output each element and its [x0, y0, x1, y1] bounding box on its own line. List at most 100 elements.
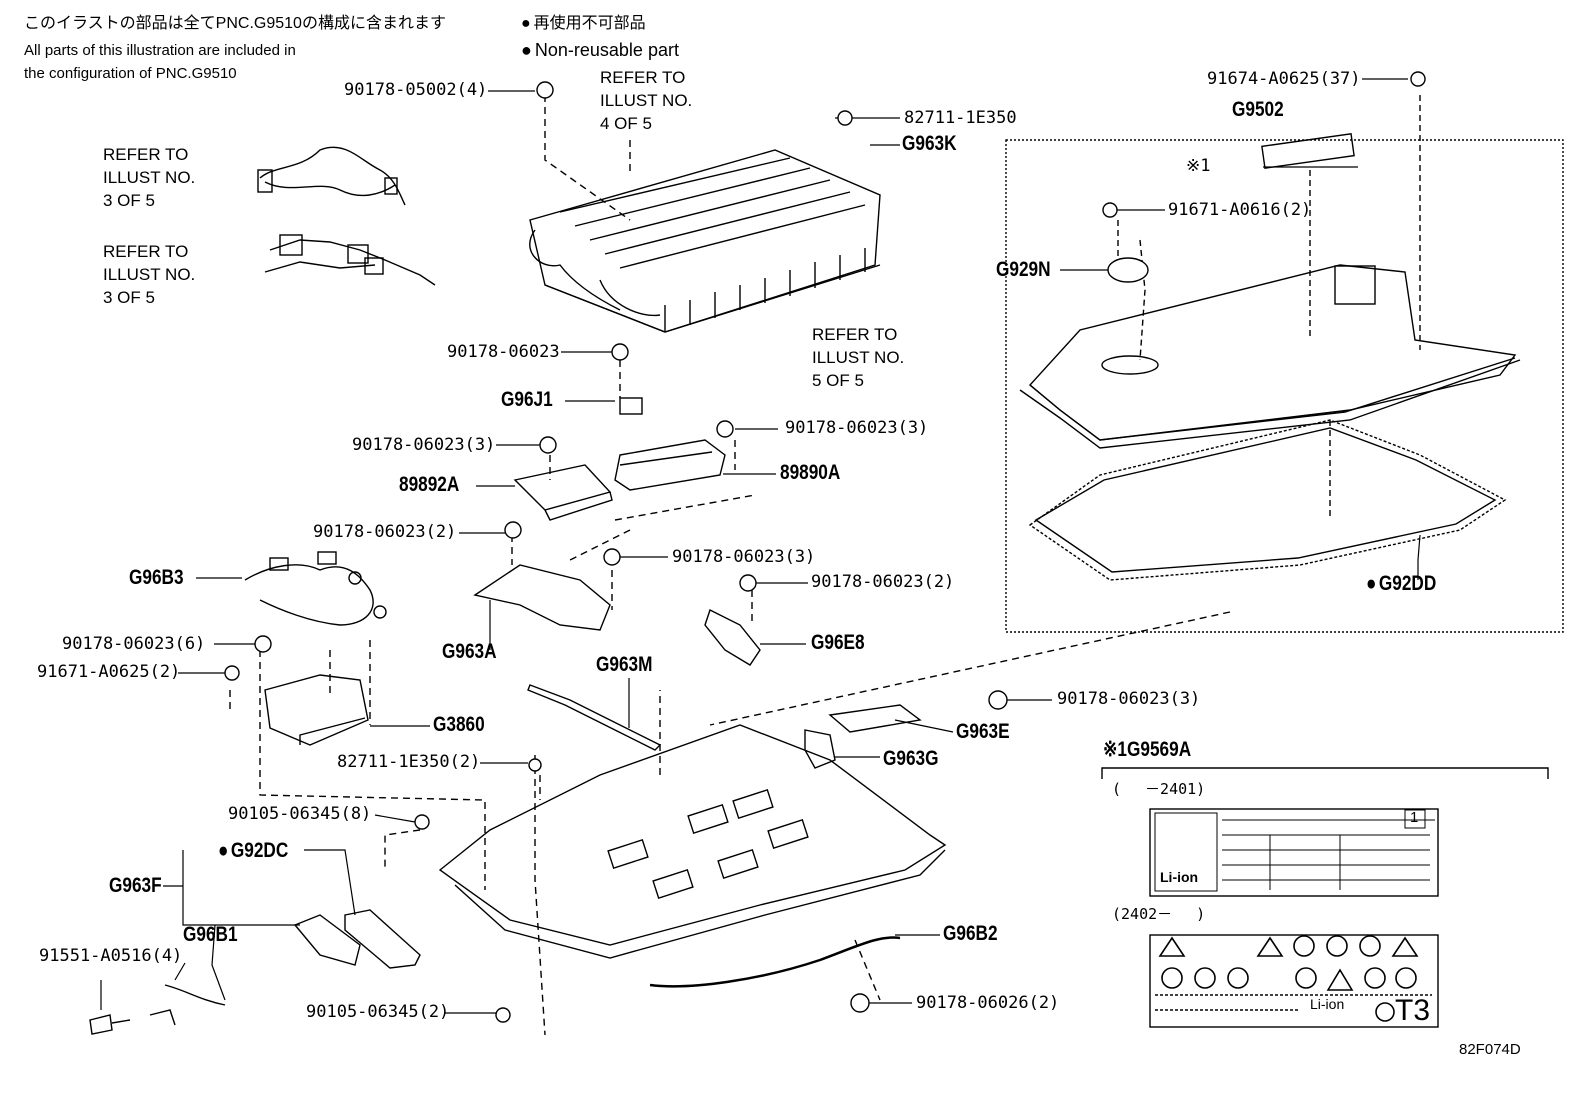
- legend-jp: 再使用不可部品: [521, 16, 646, 32]
- leader-dashes: [229, 95, 1231, 1036]
- g96j1-drawing: [619, 397, 643, 415]
- part-90105-06345-a[interactable]: 90105-06345(8): [228, 804, 372, 824]
- label-card-1: [1149, 808, 1439, 897]
- part-g963m[interactable]: G963M: [596, 653, 653, 676]
- part-91551-a0516[interactable]: 91551-A0516(4): [39, 946, 183, 966]
- label-card-1-detail: [1154, 809, 1435, 892]
- bracket-g963a-drawing: [473, 564, 611, 631]
- bolt-icon-5: [495, 1007, 511, 1023]
- note-jp: このイラストの部品は全てPNC.G9510の構成に含まれます: [24, 15, 446, 32]
- part-g963g[interactable]: G963G: [883, 747, 939, 770]
- part-90105-06345-b[interactable]: 90105-06345(2): [306, 1002, 450, 1022]
- part-g9502[interactable]: G9502: [1232, 98, 1284, 121]
- refer-illust-4[interactable]: REFER TO ILLUST NO. 4 OF 5: [600, 68, 693, 133]
- part-90178-06023-b[interactable]: 90178-06023(3): [352, 435, 496, 455]
- part-90178-06023-c[interactable]: 90178-06023(3): [785, 418, 929, 438]
- part-90178-06023-f[interactable]: 90178-06023(2): [811, 572, 955, 592]
- part-90178-05002[interactable]: 90178-05002(4): [344, 80, 488, 100]
- part-90178-06023-h[interactable]: 90178-06023(3): [1057, 689, 1201, 709]
- bolt-icon-2: [1102, 202, 1118, 218]
- nut-icon-5: [504, 521, 522, 539]
- harness-lower-drawing: [264, 234, 436, 286]
- nut-icon-7: [739, 574, 757, 592]
- date-range-2: (2402－ ): [1112, 905, 1206, 923]
- g9569a-bracket-line: [1101, 767, 1549, 779]
- part-91671-a0616[interactable]: 91671-A0616(2): [1168, 200, 1312, 220]
- note-en-line2: the configuration of PNC.G9510: [24, 65, 237, 82]
- part-89892a[interactable]: 89892A: [399, 473, 460, 496]
- gasket-drawing: [1028, 419, 1507, 581]
- part-g96j1[interactable]: G96J1: [501, 388, 553, 411]
- part-g96b3[interactable]: G96B3: [129, 566, 184, 589]
- part-82711-1e350-2[interactable]: 82711-1E350(2): [337, 752, 481, 772]
- bracket-g96b1-drawing: [293, 914, 361, 966]
- bracket-g963e-drawing: [828, 704, 922, 733]
- li-ion-label-1: Li-ion: [1160, 869, 1199, 885]
- part-g9569a[interactable]: ※1G9569A: [1103, 738, 1192, 761]
- rail-g963m-drawing: [527, 684, 662, 751]
- date-range-1: ( －2401): [1112, 780, 1206, 798]
- clip-icon: [528, 758, 542, 772]
- nut-icon-6: [603, 548, 621, 566]
- part-91671-a0625[interactable]: 91671-A0625(2): [37, 662, 181, 682]
- bolt-icon-3: [224, 665, 240, 681]
- note-marker-x1: ※1: [1186, 156, 1211, 176]
- harness-g96b3-drawing: [244, 551, 387, 626]
- part-90178-06026[interactable]: 90178-06026(2): [916, 993, 1060, 1013]
- cover-group-box: [1005, 139, 1564, 633]
- part-90178-06023-e[interactable]: 90178-06023(3): [672, 547, 816, 567]
- legend-en: Non-reusable part: [521, 41, 679, 59]
- nut-icon-3: [539, 436, 557, 454]
- bracket-g963g-drawing: [804, 729, 836, 769]
- part-g96b1[interactable]: G96B1: [183, 923, 238, 946]
- battery-stack-drawing: [529, 149, 881, 333]
- cover-leader-dashes: [1117, 95, 1421, 520]
- bracket-g96e8-drawing: [704, 609, 761, 666]
- bolt-drawing: [89, 1014, 131, 1035]
- bolt-icon: [1410, 71, 1426, 87]
- nut-icon-10: [850, 993, 870, 1013]
- clip-icon-2: [837, 110, 853, 126]
- part-g96b2[interactable]: G96B2: [943, 922, 998, 945]
- li-ion-label-2: Li-ion: [1310, 996, 1345, 1012]
- part-g963a[interactable]: G963A: [442, 640, 497, 663]
- part-g963e[interactable]: G963E: [956, 720, 1010, 743]
- nut-icon-2: [611, 343, 629, 361]
- label-card-2-icons: [1155, 935, 1432, 1022]
- part-g92dd[interactable]: G92DD: [1366, 573, 1436, 594]
- part-82711-1e350[interactable]: 82711-1E350: [904, 108, 1017, 128]
- nut-icon-8: [254, 635, 272, 653]
- seal-g92dc-drawing: [344, 909, 421, 969]
- label-number-1: 1: [1410, 809, 1419, 826]
- note-en-line1: All parts of this illustration are inclu…: [24, 42, 296, 59]
- battery-cover-drawing: [1019, 133, 1521, 449]
- ecu-89890a-drawing: [614, 439, 726, 491]
- figure-id: 82F074D: [1459, 1041, 1521, 1058]
- bolt-icon-4: [414, 814, 430, 830]
- part-g963f[interactable]: G963F: [109, 874, 162, 897]
- leaders: [100, 78, 1421, 1014]
- part-g3860[interactable]: G3860: [433, 713, 485, 736]
- part-g963k[interactable]: G963K: [902, 132, 957, 155]
- cap-g929n-icon: [1107, 257, 1149, 283]
- part-89890a[interactable]: 89890A: [780, 461, 841, 484]
- bracket-89892a-drawing: [513, 464, 613, 521]
- part-g929n[interactable]: G929N: [996, 258, 1051, 281]
- part-g92dc[interactable]: G92DC: [218, 840, 288, 861]
- refer-illust-3b[interactable]: REFER TO ILLUST NO. 3 OF 5: [103, 242, 196, 307]
- part-90178-06023-d[interactable]: 90178-06023(2): [313, 522, 457, 542]
- harness-g96b2-drawing: [649, 936, 901, 988]
- tray-drawing: [438, 724, 947, 959]
- refer-illust-5[interactable]: REFER TO ILLUST NO. 5 OF 5: [812, 325, 905, 390]
- part-91674-a0625[interactable]: 91674-A0625(37): [1207, 69, 1361, 89]
- t3-mark: T3: [1395, 994, 1431, 1027]
- refer-illust-3a[interactable]: REFER TO ILLUST NO. 3 OF 5: [103, 145, 196, 210]
- part-90178-06023-a[interactable]: 90178-06023: [447, 342, 560, 362]
- part-90178-06023-g[interactable]: 90178-06023(6): [62, 634, 206, 654]
- harness-upper-drawing: [257, 146, 406, 206]
- label-card-2: [1149, 934, 1439, 1028]
- nut-icon: [536, 81, 554, 99]
- junction-g3860-drawing: [264, 674, 369, 746]
- part-g96e8[interactable]: G96E8: [811, 631, 865, 654]
